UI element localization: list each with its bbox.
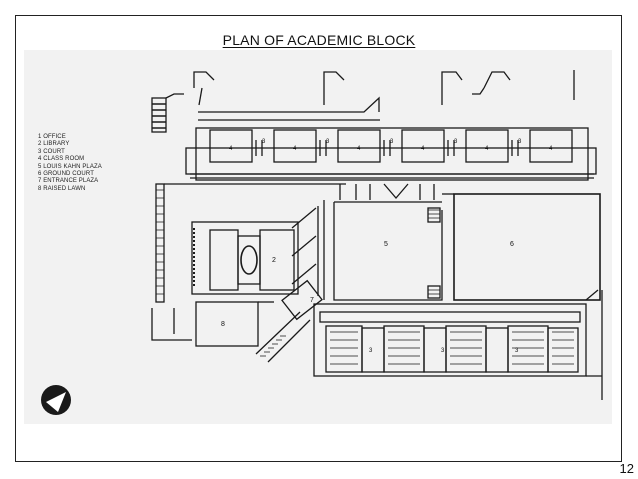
label-court: 3 [441,348,445,354]
floor-plan-drawing: 4 4 4 4 4 4 3 3 3 3 3 2 [41,70,603,415]
label-raised-lawn: 8 [221,321,225,328]
legend-item: 1 OFFICE [38,134,66,140]
label-library: 2 [272,257,276,264]
label-court: 3 [454,139,458,145]
raised-lawn [195,301,274,347]
slide-title: PLAN OF ACADEMIC BLOCK [222,32,416,48]
label-court: 3 [326,139,330,145]
classroom-labels: 4 4 4 4 4 4 3 3 3 3 3 [229,139,553,152]
central-plaza [333,183,443,301]
label-classroom: 4 [549,146,553,152]
north-arrow-icon [46,392,66,412]
plaza-labels: 5 6 [384,241,514,248]
legend-item: 5 LOUIS KAHN PLAZA [38,163,102,170]
label-court: 3 [262,139,266,145]
staircase [151,93,184,133]
lower-court-labels: 3 3 3 [369,348,519,354]
legend-item: 7 ENTRANCE PLAZA [38,178,99,185]
top-structures [193,70,575,121]
plan-legend: 1 OFFICE 2 LIBRARY 3 COURT 4 CLASS ROOM … [38,134,102,193]
lower-wing [313,289,603,400]
slide-title-wrap: PLAN OF ACADEMIC BLOCK [0,32,638,48]
legend-item: 2 LIBRARY [38,141,70,148]
legend-item: 8 RAISED LAWN [38,185,86,192]
label-entrance: 7 [310,297,314,304]
label-ground-court: 6 [510,241,514,248]
ground-court [442,193,601,301]
label-court: 3 [369,348,373,354]
label-classroom: 4 [485,146,489,152]
west-corridor [151,183,346,341]
library-label-group: 2 [272,257,276,264]
legend-item: 6 GROUND COURT [38,171,94,178]
lower-left-labels: 8 7 [221,297,314,328]
label-classroom: 4 [293,146,297,152]
library-block [191,200,325,300]
entrance-plaza [255,279,323,363]
legend-item: 4 CLASS ROOM [38,156,85,163]
label-court: 3 [515,348,519,354]
label-plaza: 5 [384,241,388,248]
page-number: 12 [619,461,634,476]
label-court: 3 [518,139,522,145]
legend-item: 3 COURT [38,148,65,155]
label-classroom: 4 [229,146,233,152]
label-classroom: 4 [357,146,361,152]
classroom-row [185,127,597,181]
label-classroom: 4 [421,146,425,152]
north-arrow [41,385,71,415]
label-court: 3 [390,139,394,145]
